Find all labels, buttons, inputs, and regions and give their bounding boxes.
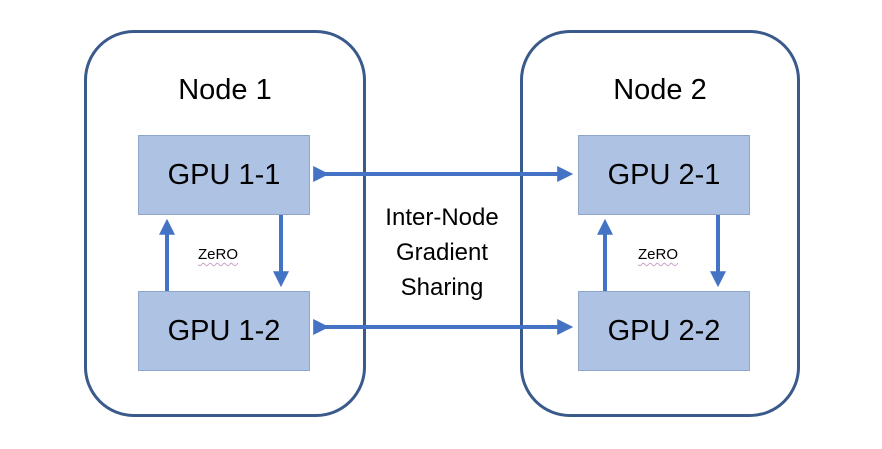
gpu-2-2-box: GPU 2-2 xyxy=(578,291,750,371)
gpu-1-1-box: GPU 1-1 xyxy=(138,135,310,215)
node-2-title: Node 2 xyxy=(613,74,707,106)
inter-node-label: Inter-Node Gradient Sharing xyxy=(352,200,532,305)
zero-label-node-1: ZeRO xyxy=(198,246,239,263)
zero-label-node-2: ZeRO xyxy=(638,246,679,263)
gpu-2-1-box: GPU 2-1 xyxy=(578,135,750,215)
node-1-title: Node 1 xyxy=(178,74,272,106)
inter-node-label-line-2: Gradient xyxy=(395,239,489,266)
inter-node-label-line-1: Inter-Node xyxy=(385,204,499,231)
gpu-1-2-box: GPU 1-2 xyxy=(138,291,310,371)
inter-node-label-line-3: Sharing xyxy=(400,274,484,301)
